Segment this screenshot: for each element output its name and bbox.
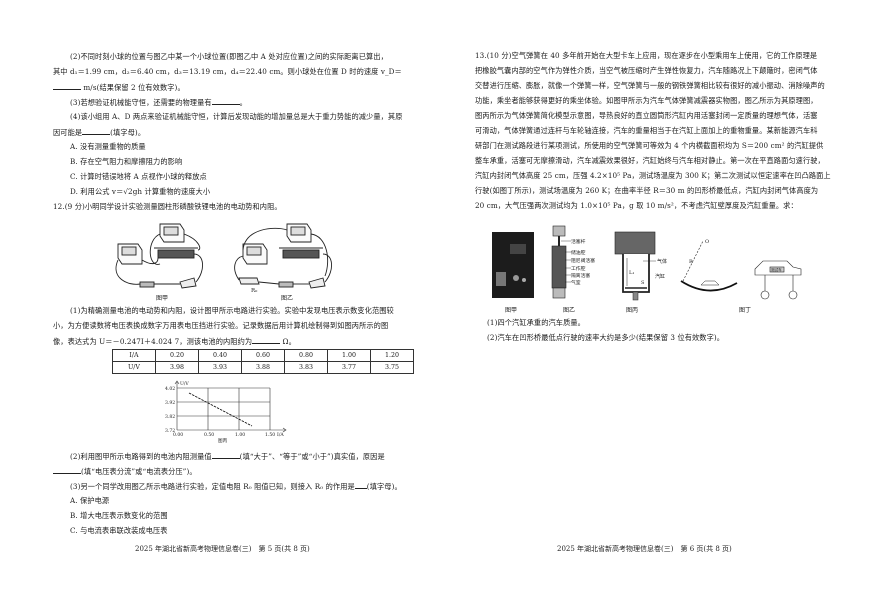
svg-text:活塞杆: 活塞杆: [571, 238, 586, 245]
q11-option-b: B. 存在空气阻力和摩擦阻力的影响: [70, 157, 183, 166]
svg-text:工作腔: 工作腔: [571, 265, 586, 272]
fit-line: [188, 392, 253, 427]
footer-page-5: 2025 年湖北省新高考物理信息卷(三) 第 5 页(共 8 页): [135, 545, 310, 553]
fig-jia-caption: 图甲: [156, 295, 168, 302]
svg-text:I/A: I/A: [277, 432, 284, 438]
svg-text:1.00: 1.00: [235, 432, 245, 438]
answer-blank: [354, 481, 367, 489]
right-page: 13.(10 分)空气弹簧在 40 多年前开始在大型卡车上应用，现在逐步在小型乘…: [435, 0, 870, 615]
q13-line-1: 13.(10 分)空气弹簧在 40 多年前开始在大型卡车上应用，现在逐步在小型乘…: [475, 51, 818, 60]
svg-text:0.00: 0.00: [173, 432, 183, 438]
svg-text:0.50: 0.50: [204, 432, 214, 438]
answer-blank: [252, 336, 281, 344]
q11-option-a: A. 没有测量重物的质量: [70, 142, 146, 151]
q13-line-7: 研部门在测试路段进行某项测试，所使用的空气弹簧可等效为 4 个内横截面积均为 S…: [475, 141, 824, 150]
svg-text:隔离活塞: 隔离活塞: [571, 272, 590, 279]
svg-text:气室: 气室: [571, 279, 581, 286]
table-row-voltage: U/V 3.98 3.93 3.88 3.83 3.77 3.75: [112, 361, 414, 374]
gas-spring-model: L₁ S 气体 汽缸: [614, 231, 667, 301]
q11-part2-line2: 其中 d₁＝1.99 cm，d₂＝6.40 cm，d₃＝13.19 cm，d₄＝…: [53, 67, 402, 76]
r0-label: R₀: [251, 288, 258, 294]
data-table: I/A 0.20 0.40 0.60 0.80 1.00 1.20 U/V 3.…: [112, 349, 414, 374]
q13-line-6: 可滑动，气体弹簧通过连杆与车轮轴连接，汽车的重量相当于在汽缸上面加上的重物重量。…: [475, 126, 818, 135]
svg-text:O: O: [705, 239, 709, 245]
q12-part3: (3)另一个同学改用图乙所示电路进行实验，定值电阻 R₀ 阻值已知，则接入 R₀…: [70, 481, 402, 491]
svg-text:3.92: 3.92: [165, 400, 175, 406]
svg-text:阻尼阀活塞: 阻尼阀活塞: [571, 257, 595, 264]
q12-part1-line2: 小，为方便读数将电压表换成数字万用表电压挡进行实验。记录数据后用计算机绘制得到如…: [53, 321, 389, 330]
q11-part4-line1: (4)该小组用 A、D 两点来验证机械能守恒，计算后发现动能的增加量总是大于重力…: [70, 112, 403, 121]
q12-header: 12.(9 分)小明同学设计实验测量圆柱形磷酸铁锂电池的电动势和内阻。: [53, 202, 282, 211]
q13-question-2: (2)汽车在凹形桥最低点行驶的速率大约是多少(结果保留 3 位有效数字)。: [487, 333, 725, 342]
q13-line-9: 汽缸内封闭气体高度 25 cm，压强 4.2×10⁵ Pa，测试场温度为 300…: [475, 171, 831, 180]
shock-absorber-schematic: 活塞杆 储油腔 阻尼阀活塞 工作腔 隔离活塞 气室: [551, 225, 595, 299]
q13-line-8: 整车承重，活塞可无摩擦滑动，汽车减震效果很好，汽缸始终与汽车相对静止。第一次在平…: [475, 156, 825, 165]
ui-graph-bing: U/V 4.02 3.92 3.82 3.72 0.00 0.50 1.00 1…: [165, 380, 287, 444]
svg-text:测试车: 测试车: [771, 267, 782, 272]
q12-option-a: A. 保护电源: [70, 496, 110, 505]
answer-blank: [53, 82, 81, 90]
q12-option-b: B. 增大电压表示数变化的范围: [70, 511, 168, 520]
q12-part1-line1: (1)为精确测量电池的电动势和内阻，设计图甲所示电路进行实验。实验中发现电压表示…: [70, 306, 394, 315]
answer-blank: [82, 127, 111, 135]
q13-line-2: 把橡胶气囊内部的空气作为弹性介质，当空气被压缩时产生弹性恢复力，汽车随路况上下颠…: [475, 66, 818, 75]
q13-line-11: 20 cm，大气压强两次测试均为 1.0×10⁵ Pa，g 取 10 m/s²，…: [475, 201, 798, 210]
q13-line-3: 交替进行压缩、膨胀，就像一个弹簧一样，空气弹簧与一般的钢铁弹簧相比较有很好的减小…: [475, 81, 825, 90]
q12-part2-line2: (填“电压表分流”或“电流表分压”)。: [53, 466, 197, 477]
shock-absorber-photo: [492, 232, 534, 298]
circuit-figure-yi: R₀ 图乙: [234, 223, 332, 302]
q13-line-10: 行驶(如图丁所示)，测试场温度为 260 K；在曲率半径 R＝30 m 的凹形桥…: [475, 186, 819, 195]
q13-question-1: (1)四个汽缸承重的汽车质量。: [487, 318, 585, 327]
footer-page-6: 2025 年湖北省新高考物理信息卷(三) 第 6 页(共 8 页): [557, 545, 732, 553]
svg-text:3.72: 3.72: [165, 428, 175, 434]
answer-blank: [53, 466, 81, 474]
svg-text:4.02: 4.02: [165, 386, 175, 392]
svg-text:S: S: [641, 280, 645, 286]
svg-text:R: R: [689, 259, 693, 265]
fig-yi-caption: 图乙: [563, 307, 576, 314]
fig-bing-caption: 图丙: [626, 307, 639, 314]
concave-bridge-diagram: O R 测试车: [680, 239, 802, 300]
svg-text:汽缸: 汽缸: [655, 273, 665, 280]
q11-part2-line1: (2)不同时刻小球的位置与图乙中某一个小球位置(即图乙中 A 处对应位置)之间的…: [70, 52, 388, 61]
q12-part1-line3: 像，表达式为 U＝－0.247I＋4.024 7，测该电池的内阻约为 Ω。: [53, 336, 296, 346]
svg-text:图丙: 图丙: [218, 438, 228, 444]
svg-text:储油腔: 储油腔: [571, 249, 586, 256]
svg-text:L₁: L₁: [629, 270, 634, 276]
svg-text:U/V: U/V: [180, 381, 189, 387]
answer-blank: [211, 451, 240, 459]
q11-part3: (3)若想验证机械能守恒，还需要的物理量有。: [70, 97, 247, 107]
svg-text:气体: 气体: [657, 258, 667, 265]
q11-part2-line3: m/s(结果保留 2 位有效数字)。: [53, 82, 185, 93]
svg-text:3.82: 3.82: [165, 414, 175, 420]
left-page: (2)不同时刻小球的位置与图乙中某一个小球位置(即图乙中 A 处对应位置)之间的…: [53, 52, 414, 553]
fig-ding-caption: 图丁: [739, 307, 752, 314]
q11-option-c: C. 计算时错误地将 A 点视作小球的释放点: [70, 172, 207, 181]
fig-jia-caption: 图甲: [505, 307, 518, 314]
q11-option-d: D. 利用公式 v＝√2gh 计算重物的速度大小: [70, 187, 211, 196]
fig-yi-caption: 图乙: [281, 295, 293, 302]
table-row-current: I/A 0.20 0.40 0.60 0.80 1.00 1.20: [112, 349, 414, 362]
svg-text:1.50: 1.50: [265, 432, 275, 438]
q12-part2-line1: (2)利用图甲所示电路得到的电池内阻测量值(填“大于”、“等于”或“小于”)真实…: [70, 451, 385, 461]
circuit-figure-jia: 图甲: [115, 223, 203, 302]
answer-blank: [211, 97, 240, 105]
q13-line-4: 功能，乘坐者能够获得更好的乘坐体验。如图甲所示为汽车气体弹簧减震器实物图，图乙所…: [475, 96, 818, 105]
q11-part4-line2: 因可能是(填字母)。: [53, 127, 146, 137]
q13-line-5: 图丙所示为气体弹簧简化模型示意图，导热良好的直立圆筒形汽缸内用活塞封闭一定质量的…: [475, 111, 818, 120]
q12-option-c: C. 与电流表串联改装成电压表: [70, 526, 168, 535]
